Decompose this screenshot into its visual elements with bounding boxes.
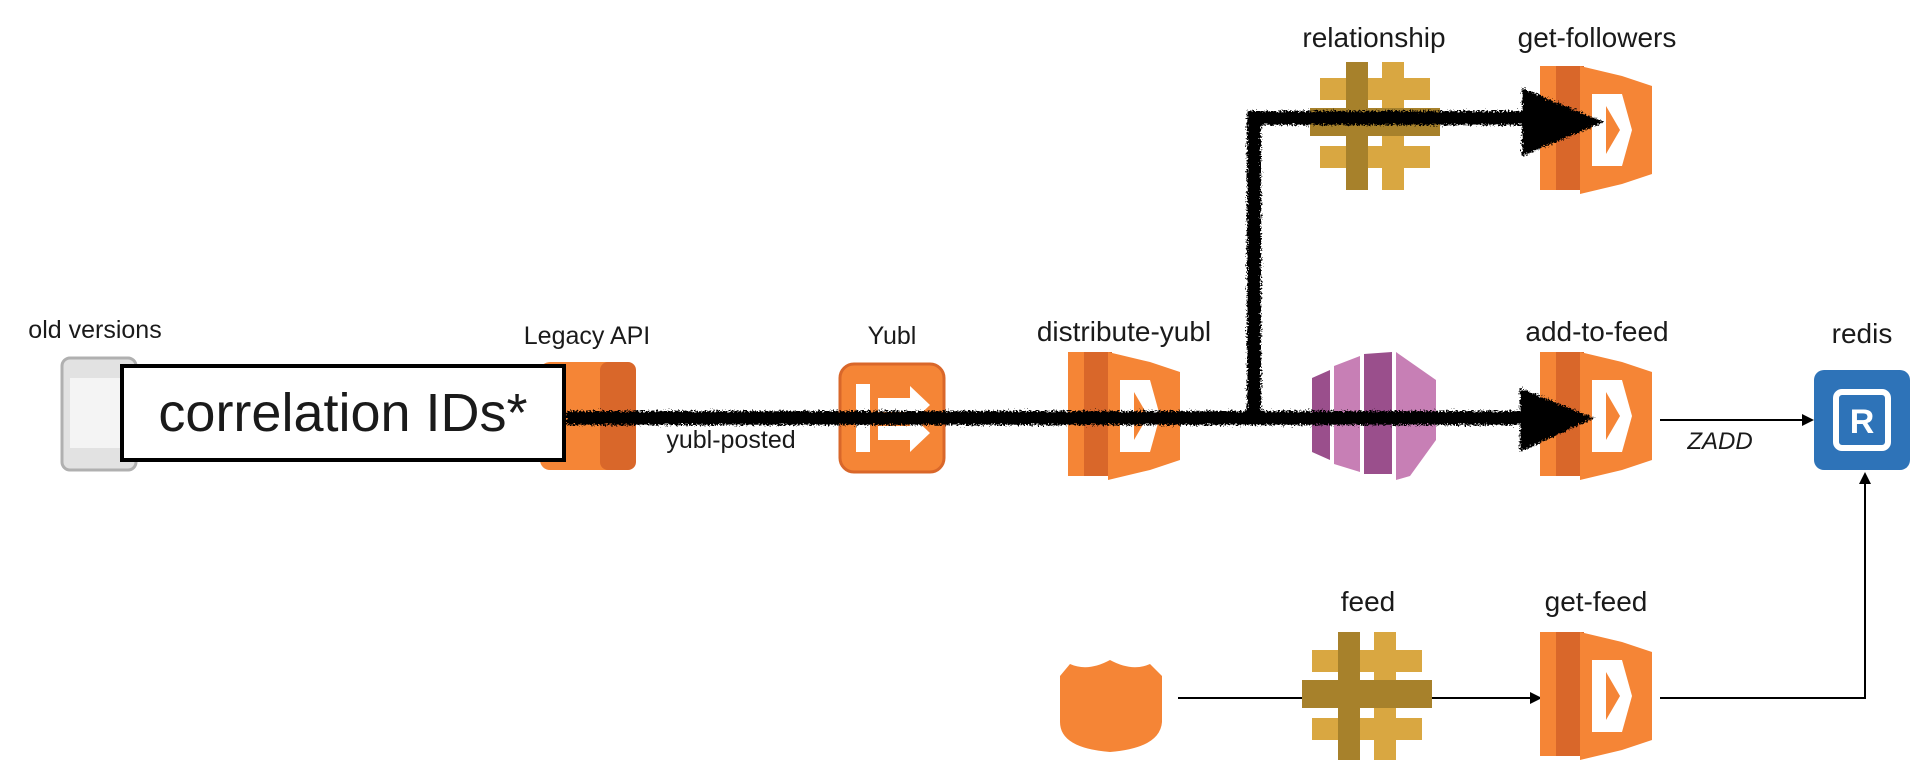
get-followers-lambda-icon bbox=[1540, 66, 1652, 194]
legacy-api-label: Legacy API bbox=[523, 322, 651, 350]
redis-icon: R bbox=[1814, 370, 1910, 470]
feed-api-gateway-icon bbox=[1302, 632, 1432, 760]
add-to-feed-label: add-to-feed bbox=[1525, 316, 1669, 347]
svg-text:R: R bbox=[1850, 403, 1875, 441]
client-shield-icon bbox=[1060, 660, 1162, 752]
get-feed-label: get-feed bbox=[1544, 586, 1648, 617]
scribbled-branch-arrowhead bbox=[1522, 88, 1604, 156]
get-followers-label: get-followers bbox=[1517, 22, 1677, 53]
old-versions-label: old versions bbox=[28, 316, 162, 344]
distribute-yubl-label: distribute-yubl bbox=[1036, 316, 1212, 347]
relationship-api-gateway-icon bbox=[1310, 62, 1440, 190]
scribbled-main-arrowhead bbox=[1520, 388, 1594, 452]
get-feed-lambda-icon bbox=[1540, 632, 1652, 760]
scribbled-branch-arrow bbox=[1247, 111, 1522, 418]
relationship-label: relationship bbox=[1302, 22, 1446, 53]
hand-drawn-flow-arrows bbox=[566, 88, 1604, 452]
feed-label: feed bbox=[1340, 586, 1396, 617]
correlation-ids-callout: correlation IDs* bbox=[120, 364, 566, 462]
yubl-label: Yubl bbox=[867, 322, 917, 350]
yubl-posted-label: yubl-posted bbox=[666, 426, 796, 454]
connector-arrows bbox=[1178, 414, 1871, 704]
redis-label: redis bbox=[1831, 318, 1893, 349]
zadd-label: ZADD bbox=[1687, 428, 1753, 455]
arrow-get-feed-to-redis bbox=[1660, 472, 1871, 699]
